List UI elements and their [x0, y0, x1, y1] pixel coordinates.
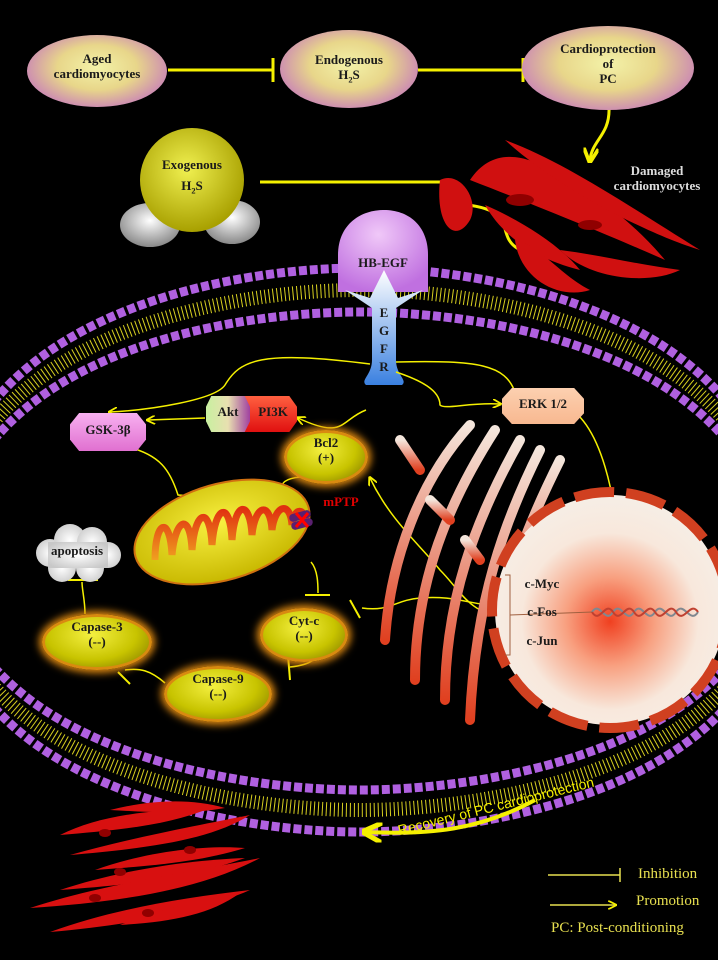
gene-c-myc: c-Myc: [524, 576, 560, 591]
capase3-line1: Capase-3: [71, 619, 123, 634]
legend-symbols: [548, 868, 621, 905]
damaged-line1: Damaged: [630, 163, 684, 178]
egfr-letter-r: R: [379, 359, 389, 374]
cardioprotection-line3: PC: [599, 70, 617, 86]
exogenous-line1: Exogenous: [162, 157, 222, 172]
mitochondrion: [133, 478, 313, 586]
legend-promotion: Promotion: [636, 893, 700, 909]
gene-c-fos: c-Fos: [527, 604, 557, 619]
cytc-label: Cyt-c (--): [260, 613, 348, 644]
aged-line1: Aged: [82, 51, 112, 66]
endogenous-h2s-node: [280, 30, 418, 108]
exogenous-h2s-label: Exogenous H2S: [140, 157, 244, 196]
cytc-node: [260, 608, 348, 662]
subscript: 2: [191, 185, 196, 196]
damaged-line2: cardiomyocytes: [613, 177, 701, 193]
cytc-line1: Cyt-c: [288, 613, 320, 628]
aged-cardiomyocytes-label: Aged cardiomyocytes: [27, 51, 167, 82]
cytc-line2: (--): [295, 627, 313, 643]
s-symbol: S: [195, 177, 203, 193]
bcl2-line2: (+): [317, 449, 335, 465]
recovery-arrow: [366, 798, 536, 833]
bcl2-label: Bcl2 (+): [284, 435, 368, 466]
capase3-label: Capase-3 (--): [42, 619, 152, 650]
gene-c-jun: c-Jun: [526, 633, 558, 648]
capase9-node: [164, 666, 272, 722]
gsk3b-label: GSK-3β: [85, 422, 131, 437]
endogenous-line2: H2S: [280, 66, 418, 85]
exogenous-h2s-molecule: [120, 128, 260, 247]
legend-pc-note: PC: Post-conditioning: [551, 920, 684, 936]
erk12-node: [502, 388, 584, 424]
aged-line2: cardiomyocytes: [53, 65, 141, 81]
gsk3b-node: [70, 413, 146, 451]
egfr-letter-g: G: [378, 323, 390, 338]
erk12-label: ERK 1/2: [518, 396, 568, 411]
endogenous-line1: Endogenous: [315, 52, 383, 67]
capase9-line2: (--): [209, 685, 227, 701]
capase9-line1: Capase-9: [192, 671, 244, 686]
egfr-letter-e: E: [379, 305, 389, 320]
damaged-cardiomyocytes-label: Damaged cardiomyocytes: [596, 163, 718, 194]
hb-egf-egfr-receptor: [338, 210, 428, 385]
cardioprotection-line1: Cardioprotection: [560, 41, 656, 56]
dna-helix-icon: [591, 607, 699, 617]
s-symbol: S: [352, 66, 360, 82]
recovered-cardiomyocytes-illustration: [30, 801, 260, 932]
subscript: 2: [348, 74, 353, 85]
exogenous-line2: H2S: [140, 177, 244, 196]
endogenous-h2s-label: Endogenous H2S: [280, 52, 418, 85]
bcl2-node: [284, 430, 368, 484]
cardioprotection-pc-node: [522, 26, 694, 110]
legend-inhibition: Inhibition: [638, 866, 698, 882]
apoptosis-label: apoptosis: [50, 543, 104, 558]
pi3k-label: PI3K: [258, 404, 288, 419]
mptp-label: mPTP: [323, 494, 359, 509]
h-symbol: H: [338, 66, 349, 82]
cardioprotection-pc-label: Cardioprotection of PC: [522, 41, 694, 87]
egfr-letter-f: F: [380, 341, 388, 356]
apoptosis-cloud: [36, 524, 121, 582]
akt-node: [206, 396, 250, 432]
capase3-node: [42, 614, 152, 670]
bcl2-line1: Bcl2: [313, 435, 339, 450]
cardioprotection-line2: of: [602, 55, 614, 71]
hb-egf-label: HB-EGF: [358, 255, 408, 270]
akt-label: Akt: [217, 404, 239, 419]
aged-cardiomyocytes-node: [27, 35, 167, 107]
h-symbol: H: [181, 177, 192, 193]
capase9-label: Capase-9 (--): [164, 671, 272, 702]
capase3-line2: (--): [88, 633, 106, 649]
damaged-cardiomyocytes-illustration: [439, 140, 700, 293]
